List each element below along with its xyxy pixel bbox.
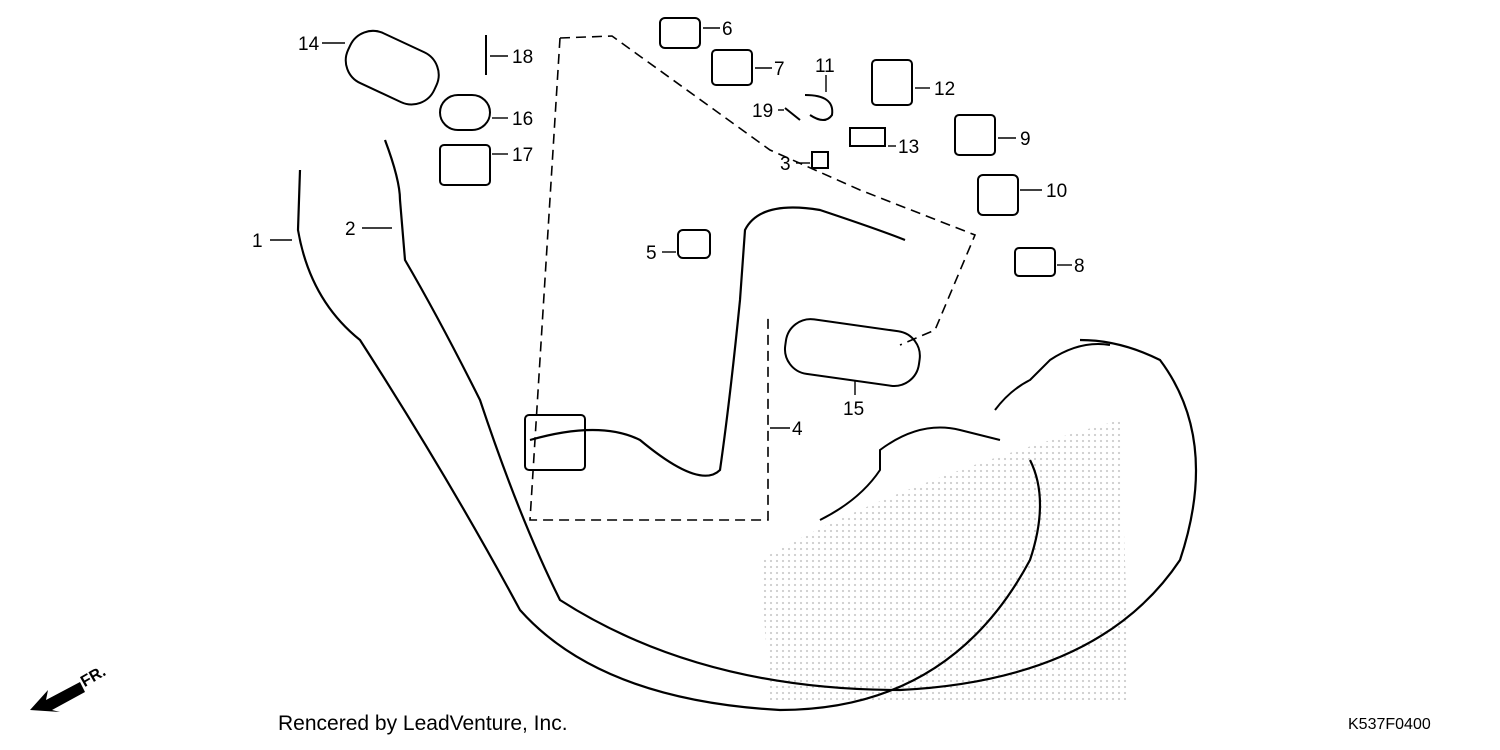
callout-18: 18 xyxy=(512,47,533,68)
part-9 xyxy=(954,114,996,156)
callout-5: 5 xyxy=(646,243,657,264)
part-10 xyxy=(977,174,1019,216)
part-16 xyxy=(439,94,491,131)
part-3 xyxy=(811,151,829,169)
part-5 xyxy=(677,229,711,259)
callout-12: 12 xyxy=(934,79,955,100)
grip-14 xyxy=(344,29,440,106)
cable-end-upper xyxy=(994,343,1111,411)
callout-6: 6 xyxy=(722,19,733,40)
callout-14: 14 xyxy=(298,34,320,55)
callout-2: 2 xyxy=(345,219,356,240)
callout-7: 7 xyxy=(774,59,785,80)
callout-3: 3 xyxy=(780,154,791,175)
part-6 xyxy=(659,17,701,49)
grip-15 xyxy=(783,318,921,387)
callout-17: 17 xyxy=(512,145,533,166)
part-17 xyxy=(439,144,491,186)
part-11 xyxy=(804,94,834,121)
callout-11: 11 xyxy=(815,56,835,77)
assembly-outline xyxy=(529,35,977,521)
callout-1: 1 xyxy=(252,231,263,252)
cable-end-lower xyxy=(819,426,1001,521)
front-arrow-icon xyxy=(30,682,85,712)
diagram-code: K537F0400 xyxy=(1348,716,1431,733)
part-13 xyxy=(849,127,886,147)
part-8 xyxy=(1014,247,1056,277)
part-12 xyxy=(871,59,913,106)
callout-13: 13 xyxy=(898,137,919,158)
callout-4: 4 xyxy=(792,419,803,440)
throttle-cable-1 xyxy=(296,169,1042,712)
wire-harness xyxy=(529,206,906,477)
callout-16: 16 xyxy=(512,109,533,130)
credit-text: Rencered by LeadVenture, Inc. xyxy=(278,712,568,735)
callout-8: 8 xyxy=(1074,256,1085,277)
callout-15: 15 xyxy=(843,399,864,420)
part-7 xyxy=(711,49,753,86)
callout-10: 10 xyxy=(1046,181,1067,202)
connector-block xyxy=(524,414,586,471)
callout-19: 19 xyxy=(752,101,773,122)
callout-9: 9 xyxy=(1020,129,1031,150)
part-19 xyxy=(784,107,801,121)
throttle-cable-2 xyxy=(383,139,1198,692)
watermark-logo xyxy=(760,420,1130,700)
